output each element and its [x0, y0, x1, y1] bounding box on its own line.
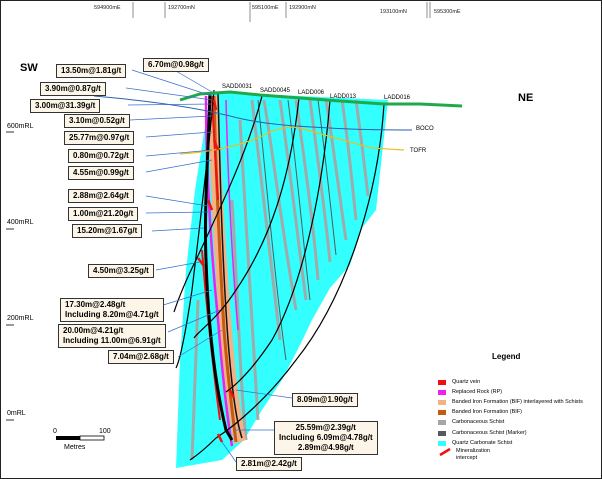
coord-label: 193100mN — [380, 9, 407, 15]
carbonaceous-marker-bands — [257, 99, 337, 361]
intercept-callout: 2.88m@2.64g/t — [68, 189, 134, 203]
intercept-callout: 1.00m@21.20g/t — [68, 207, 139, 221]
legend-swatch — [438, 410, 446, 415]
legend-swatch — [438, 380, 446, 385]
trace-sadd0045 — [173, 95, 263, 313]
drillhole-label: LADD006 — [298, 90, 325, 96]
trace-ladd016 — [189, 103, 385, 461]
intercept-callout: 8.09m@1.90g/t — [292, 393, 358, 407]
scale-hundred: 100 — [99, 428, 111, 435]
intercept-callout: 3.90m@0.87g/t — [40, 82, 106, 96]
carbonaceous-schist-bands — [190, 99, 370, 461]
legend-item: Mineralization intercept — [456, 448, 490, 461]
coord-label: 192900mN — [289, 5, 316, 11]
intercept-callout: 7.04m@2.68g/t — [108, 350, 174, 364]
legend-item: Quartz Carbonate Schist — [452, 440, 513, 446]
legend-swatch — [438, 431, 446, 436]
intercept-callout: 25.59m@2.39g/t Including 6.09m@4.78g/t 2… — [274, 421, 378, 455]
direction-ne: NE — [518, 92, 534, 104]
legend-swatch — [438, 400, 446, 405]
intercept-callout: 6.70m@0.98g/t — [143, 58, 209, 72]
intercept-markers — [197, 99, 236, 443]
legend-title: Legend — [492, 352, 521, 361]
legend-item: Carbonaceous Schist (Marker) — [452, 430, 527, 436]
coord-label: 595100mE — [252, 5, 279, 11]
scale-bar — [56, 435, 105, 441]
scale-unit: Metres — [64, 444, 86, 451]
scale-zero: 0 — [53, 428, 57, 435]
legend-swatch — [438, 441, 446, 446]
intercept-callout: 13.50m@1.81g/t — [56, 64, 127, 78]
legend-swatch — [438, 390, 446, 395]
tofr-label: TOFR — [410, 148, 427, 154]
intercept-callout: 4.50m@3.25g/t — [88, 264, 154, 278]
boco-label: BOCO — [416, 126, 434, 132]
coord-label: 192700mN — [168, 5, 195, 11]
legend-item: Banded Iron Formation (BIF) — [452, 409, 523, 415]
intercept-callout: 4.55m@0.99g/t — [68, 166, 134, 180]
drillhole-traces — [173, 89, 385, 461]
intercept-callout: 25.77m@0.97g/t — [64, 131, 135, 145]
callout-leaders — [125, 69, 293, 463]
drillhole-label: SADD0031 — [222, 84, 253, 90]
rl-label: 0mRL — [7, 410, 26, 417]
boco-surface — [93, 95, 413, 131]
legend-item: Carbonaceous Schist — [452, 419, 505, 425]
intercept-callout: 0.80m@0.72g/t — [68, 149, 134, 163]
drillhole-label: LADD016 — [384, 95, 411, 101]
legend-item: Quartz vein — [452, 379, 481, 385]
trace-ladd006 — [193, 97, 300, 339]
intercept-callout: 3.10m@0.52g/t — [64, 114, 130, 128]
rl-label: 400mRL — [7, 219, 34, 226]
intercept-callout: 3.00m@31.39g/t — [30, 99, 101, 113]
topography-line — [179, 90, 463, 108]
rl-label: 600mRL — [7, 123, 34, 130]
drillhole-label: LADD013 — [330, 94, 357, 100]
legend-item: Banded Iron Formation (BIF) interlayered… — [452, 399, 583, 405]
intercept-callout: 2.81m@2.42g/t — [236, 457, 302, 471]
coord-label: 594900mE — [94, 5, 121, 11]
intercept-callout: 20.00m@4.21g/t Including 11.00m@6.91g/t — [58, 324, 166, 348]
legend-intercept-symbol — [439, 447, 451, 457]
legend-swatch — [438, 420, 446, 425]
intercept-callout: 17.30m@2.48g/t Including 8.20m@4.71g/t — [60, 298, 164, 322]
intercept-callout: 15.20m@1.67g/t — [72, 224, 143, 238]
trace-ladd013 — [225, 99, 331, 393]
trace-sadd0031 — [175, 89, 215, 369]
tofr-surface — [179, 126, 405, 155]
legend-item: Replaced Rock (RP) — [452, 389, 503, 395]
coord-label: 595300mE — [434, 9, 461, 15]
rl-label: 200mRL — [7, 315, 34, 322]
drillhole-label: SADD0045 — [260, 88, 291, 94]
direction-sw: SW — [20, 62, 38, 74]
